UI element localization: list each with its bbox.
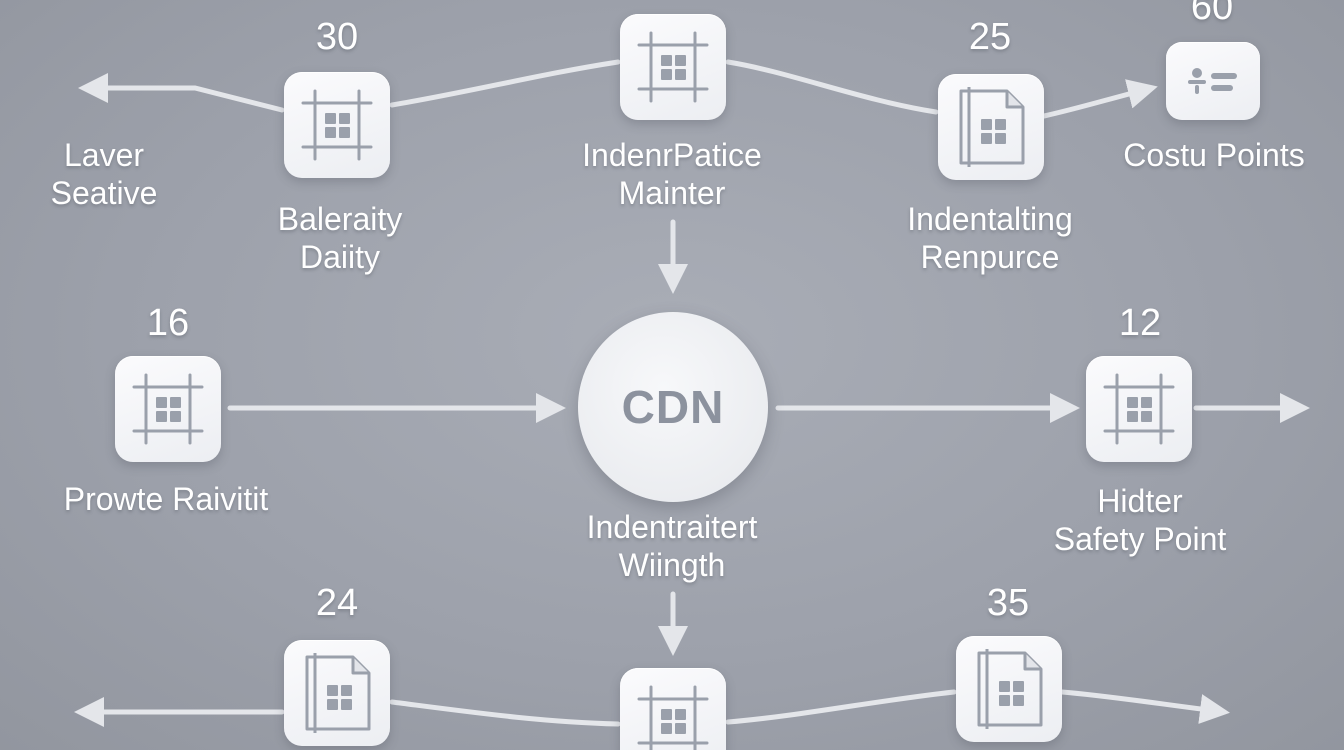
node-mid-right-label: Hidter Safety Point	[1010, 482, 1270, 558]
node-top-right-label: Indentalting Renрurce	[840, 200, 1140, 276]
node-far-left-label-line1: Laver	[63, 137, 145, 173]
node-far-right-label-line1: Costu Points	[1123, 137, 1305, 173]
frame-grid-icon	[1103, 373, 1175, 445]
document-grid-icon	[977, 649, 1043, 729]
node-top-center-label-line1: IndenrPatice	[582, 137, 762, 173]
cdn-hub-label: CDN	[621, 381, 725, 433]
node-top-right-label-line1: Indentalting	[907, 201, 1073, 237]
document-grid-icon	[305, 653, 371, 733]
node-center-below-label: Indentraitert Wiingth	[522, 508, 822, 584]
edge-bottom-left-to-bottom-center	[389, 699, 621, 727]
frame-grid-icon	[637, 685, 709, 750]
node-bottom-left-box[interactable]	[284, 640, 390, 746]
node-mid-right-number: 12	[1118, 302, 1162, 344]
edge-top-center-to-top-right	[725, 59, 939, 115]
frame-grid-icon	[132, 373, 204, 445]
node-mid-right-label-line2: Safety Point	[1053, 521, 1227, 557]
edge-bottom-right-out	[1059, 689, 1230, 724]
node-mid-left-label-line1: Prowte Raivitit	[63, 481, 269, 517]
edge-top-left-to-far-left	[78, 73, 285, 113]
node-top-right-label-line2: Renрurce	[920, 239, 1060, 275]
cdn-hub-node[interactable]: CDN	[578, 312, 768, 502]
node-top-left-label-line2: Daiity	[299, 239, 380, 275]
edge-top-left-to-top-center	[389, 59, 621, 108]
node-bottom-center-box[interactable]	[620, 668, 726, 750]
node-mid-left-number: 16	[146, 302, 190, 344]
node-far-left-label-line2: Seative	[50, 175, 158, 211]
node-bottom-left-number: 24	[315, 582, 359, 624]
node-center-below-label-line2: Wiingth	[618, 547, 726, 583]
id-card-icon	[1188, 68, 1237, 94]
node-mid-right-box[interactable]	[1086, 356, 1192, 462]
node-top-left-label-line1: Balerаity	[277, 201, 403, 237]
node-top-left-label: Balerаity Daiity	[200, 200, 480, 276]
edge-top-right-to-far-right	[1041, 79, 1158, 119]
node-top-left-number: 30	[315, 16, 359, 58]
node-bottom-right-number: 35	[986, 582, 1030, 624]
node-mid-left-box[interactable]	[115, 356, 221, 462]
node-top-center-label: IndenrPatice Mainter	[522, 136, 822, 212]
node-mid-right-label-line1: Hidter	[1097, 483, 1183, 519]
node-top-center-box[interactable]	[620, 14, 726, 120]
frame-grid-icon	[301, 89, 373, 161]
node-far-right-box[interactable]	[1166, 42, 1260, 120]
frame-grid-icon	[637, 31, 709, 103]
node-bottom-right-box[interactable]	[956, 636, 1062, 742]
node-top-left-box[interactable]	[284, 72, 390, 178]
node-far-right-label: Costu Points	[1094, 136, 1334, 174]
node-top-right-number: 25	[968, 16, 1012, 58]
node-center-below-label-line1: Indentraitert	[586, 509, 758, 545]
node-top-right-box[interactable]	[938, 74, 1044, 180]
node-mid-left-label: Prowte Raivitit	[26, 480, 306, 518]
document-grid-icon	[959, 87, 1025, 167]
node-far-left-label: Laver Seative	[4, 136, 204, 212]
edge-bottom-center-to-bottom-right	[725, 689, 957, 725]
node-far-right-number: 60	[1190, 0, 1234, 28]
node-top-center-label-line2: Mainter	[618, 175, 726, 211]
